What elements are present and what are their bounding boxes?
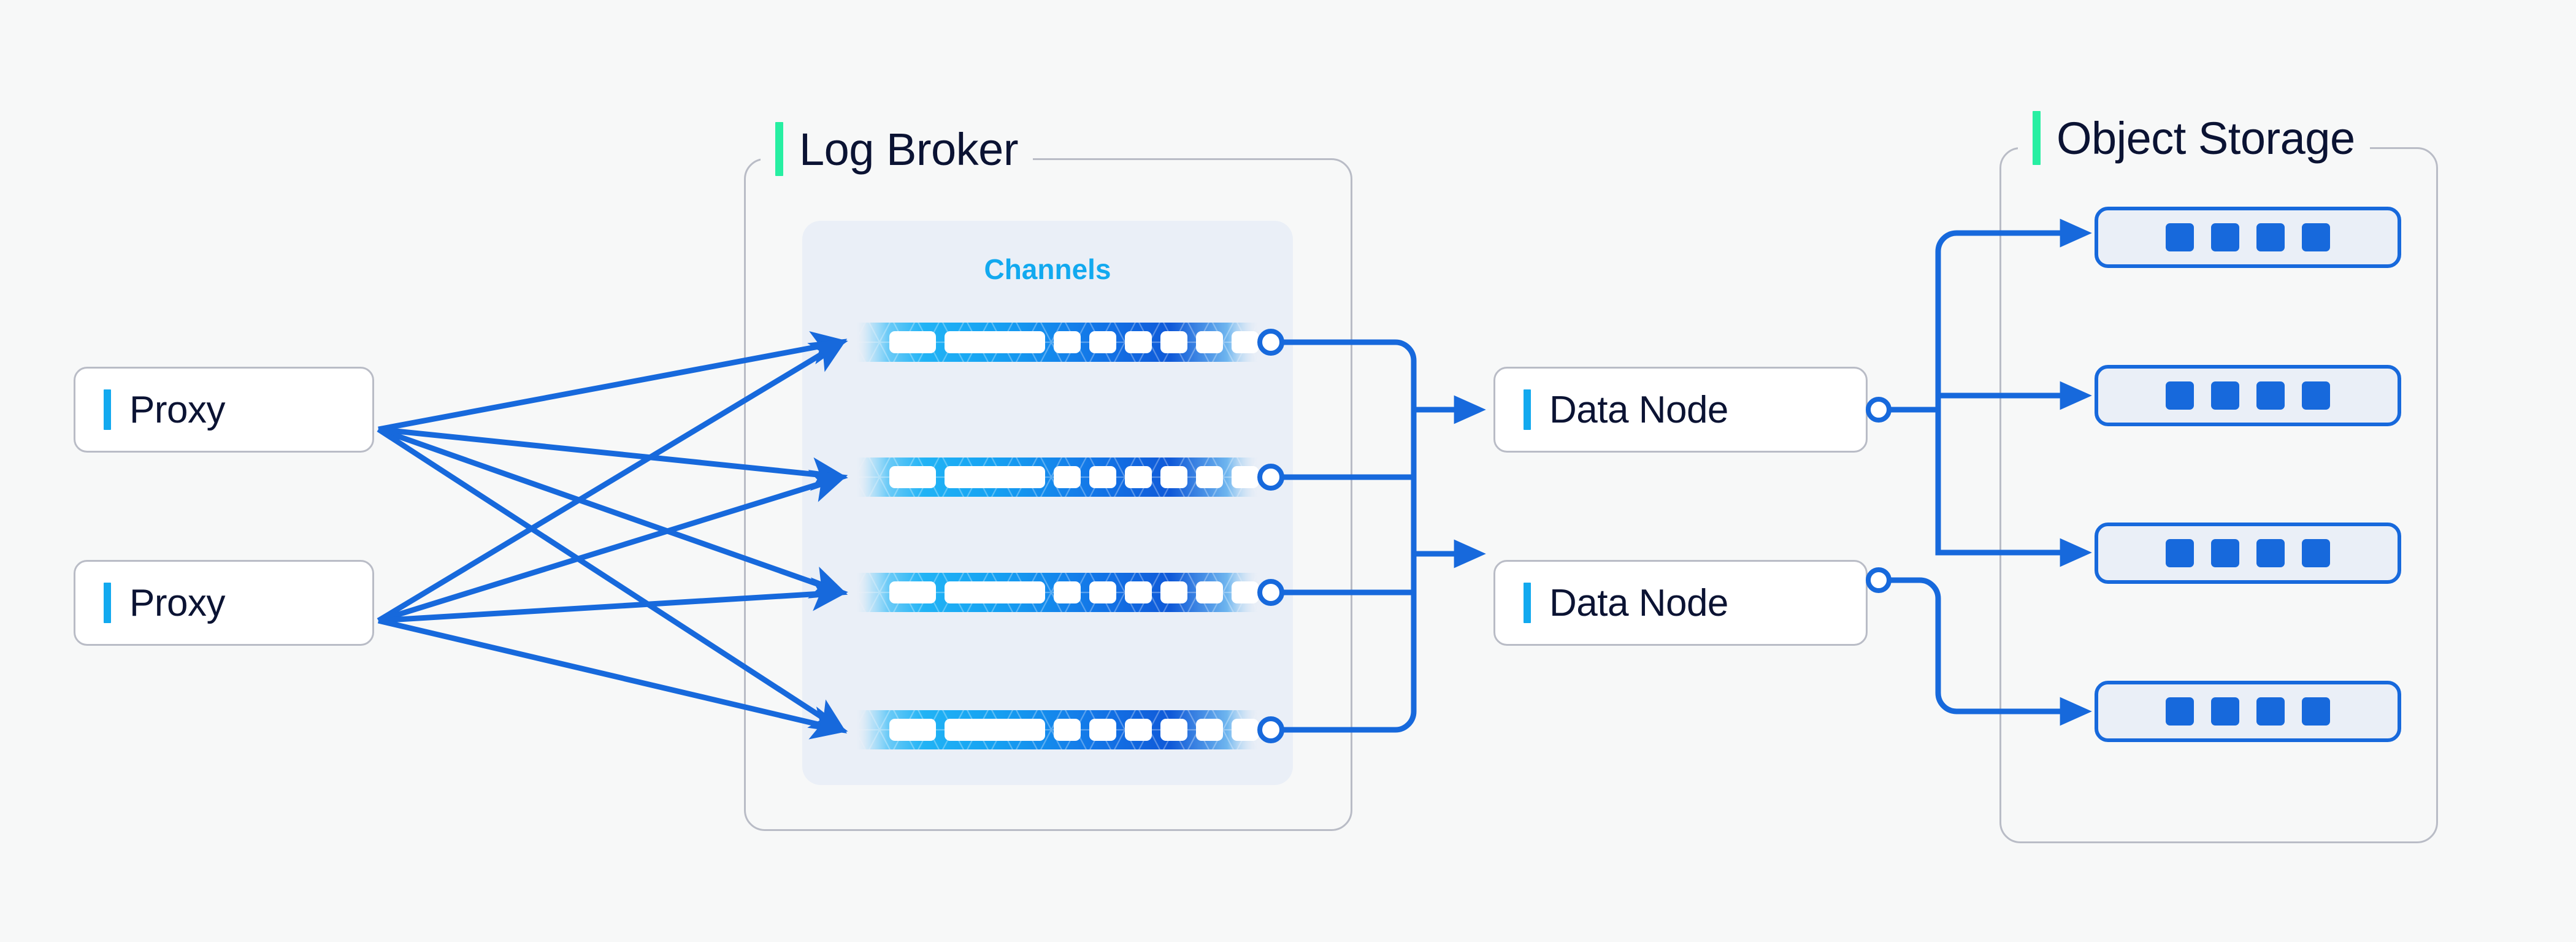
- channel-blocks: [889, 581, 1259, 603]
- storage-unit-1[interactable]: [2095, 207, 2401, 268]
- channel-block-4: [1089, 719, 1116, 741]
- channel-block-3: [1054, 719, 1081, 741]
- storage-cell-2: [2211, 539, 2239, 567]
- channel-block-4: [1089, 581, 1116, 603]
- channel-block-4: [1089, 331, 1116, 353]
- channel-blocks: [889, 719, 1259, 741]
- channel-block-3: [1054, 331, 1081, 353]
- accent-bar-blue: [1524, 583, 1531, 623]
- channel-block-8: [1232, 466, 1259, 488]
- channel-row[interactable]: [855, 323, 1260, 362]
- storage-cell-3: [2256, 539, 2285, 567]
- channel-blocks: [889, 331, 1259, 353]
- data-node-endpoint-circle: [1866, 567, 1892, 593]
- channel-block-2: [945, 331, 1045, 353]
- storage-cell-4: [2302, 697, 2330, 726]
- channel-block-6: [1160, 581, 1187, 603]
- storage-unit-4[interactable]: [2095, 681, 2401, 742]
- storage-cell-2: [2211, 223, 2239, 251]
- channel-block-6: [1160, 331, 1187, 353]
- channel-row[interactable]: [855, 458, 1260, 497]
- channel-block-1: [889, 331, 936, 353]
- storage-unit-3[interactable]: [2095, 523, 2401, 584]
- channel-block-6: [1160, 719, 1187, 741]
- channel-block-7: [1196, 466, 1223, 488]
- proxy-label: Proxy: [129, 581, 225, 624]
- channel-block-8: [1232, 719, 1259, 741]
- channel-blocks: [889, 466, 1259, 488]
- data-node-endpoints: [1866, 397, 1892, 593]
- channel-block-5: [1125, 719, 1152, 741]
- storage-cell-2: [2211, 697, 2239, 726]
- channel-block-1: [889, 466, 936, 488]
- channel-block-7: [1196, 719, 1223, 741]
- channel-block-8: [1232, 581, 1259, 603]
- channel-block-5: [1125, 331, 1152, 353]
- data-node-2[interactable]: Data Node: [1493, 560, 1868, 646]
- data-node-1[interactable]: Data Node: [1493, 367, 1868, 453]
- storage-cell-3: [2256, 697, 2285, 726]
- channel-block-2: [945, 581, 1045, 603]
- channel-block-8: [1232, 331, 1259, 353]
- channel-block-6: [1160, 466, 1187, 488]
- storage-cell-2: [2211, 381, 2239, 410]
- accent-bar-blue: [1524, 389, 1531, 430]
- channel-block-1: [889, 581, 936, 603]
- channel-block-3: [1054, 466, 1081, 488]
- proxy-node-1[interactable]: Proxy: [74, 367, 374, 453]
- accent-bar-blue: [104, 583, 111, 623]
- channel-block-5: [1125, 581, 1152, 603]
- channel-block-2: [945, 719, 1045, 741]
- storage-cell-4: [2302, 381, 2330, 410]
- accent-bar-blue: [104, 389, 111, 430]
- storage-unit-2[interactable]: [2095, 365, 2401, 426]
- group-title-label: Log Broker: [799, 123, 1018, 175]
- proxy-label: Proxy: [129, 388, 225, 431]
- proxy-node-2[interactable]: Proxy: [74, 560, 374, 646]
- channel-row[interactable]: [855, 573, 1260, 612]
- channel-block-5: [1125, 466, 1152, 488]
- storage-cell-1: [2166, 697, 2194, 726]
- channel-block-4: [1089, 466, 1116, 488]
- storage-cell-3: [2256, 223, 2285, 251]
- storage-cell-1: [2166, 381, 2194, 410]
- channel-block-7: [1196, 331, 1223, 353]
- channel-block-2: [945, 466, 1045, 488]
- channel-block-3: [1054, 581, 1081, 603]
- bus-to-data-nodes: [1414, 395, 1486, 569]
- group-title-label: Object Storage: [2057, 112, 2355, 164]
- storage-cell-1: [2166, 539, 2194, 567]
- channels-title: Channels: [984, 253, 1111, 285]
- accent-bar-green: [2033, 111, 2041, 165]
- data-node-label: Data Node: [1549, 581, 1728, 624]
- storage-cell-4: [2302, 223, 2330, 251]
- storage-cell-3: [2256, 381, 2285, 410]
- storage-cell-1: [2166, 223, 2194, 251]
- channels-panel: Channels: [802, 221, 1293, 785]
- group-title-object-storage: Object Storage: [2018, 109, 2370, 167]
- group-title-log-broker: Log Broker: [761, 120, 1033, 178]
- storage-cell-4: [2302, 539, 2330, 567]
- channel-block-1: [889, 719, 936, 741]
- channel-block-7: [1196, 581, 1223, 603]
- channel-row[interactable]: [855, 710, 1260, 749]
- accent-bar-green: [775, 122, 783, 176]
- data-node-label: Data Node: [1549, 388, 1728, 431]
- data-node-endpoint-circle: [1866, 397, 1892, 423]
